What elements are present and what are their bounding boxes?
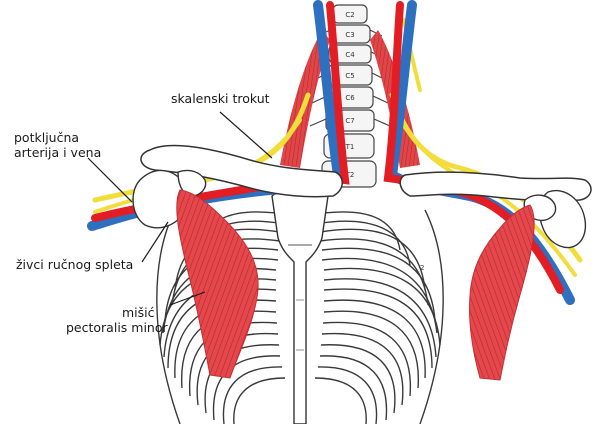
rib-number: 2 (420, 264, 424, 272)
label-line: mišić (66, 305, 168, 320)
sternum (272, 189, 328, 424)
pectoralis-minor-muscles (177, 190, 534, 380)
vertebra-label: C2 (345, 11, 354, 19)
label-brachial-plexus: živci ručnog spleta (16, 257, 133, 272)
label-line: arterija i vena (14, 145, 101, 160)
vertebra-label: T1 (345, 143, 355, 151)
label-line: potključna (14, 130, 101, 145)
vertebra-label: C7 (345, 117, 354, 125)
vertebra-label: C3 (345, 31, 354, 39)
label-scalene-triangle: skalenski trokut (171, 91, 270, 106)
vertebra-label: C5 (345, 72, 354, 80)
label-subclavian-artery-vein: potključna arterija i vena (14, 130, 101, 160)
label-line: pectoralis minor (66, 320, 168, 335)
vertebra-label: C6 (345, 94, 355, 102)
leader-line-scalene (220, 112, 272, 158)
label-pectoralis-minor: mišić pectoralis minor (66, 305, 168, 335)
vertebra-label: C4 (345, 51, 355, 59)
